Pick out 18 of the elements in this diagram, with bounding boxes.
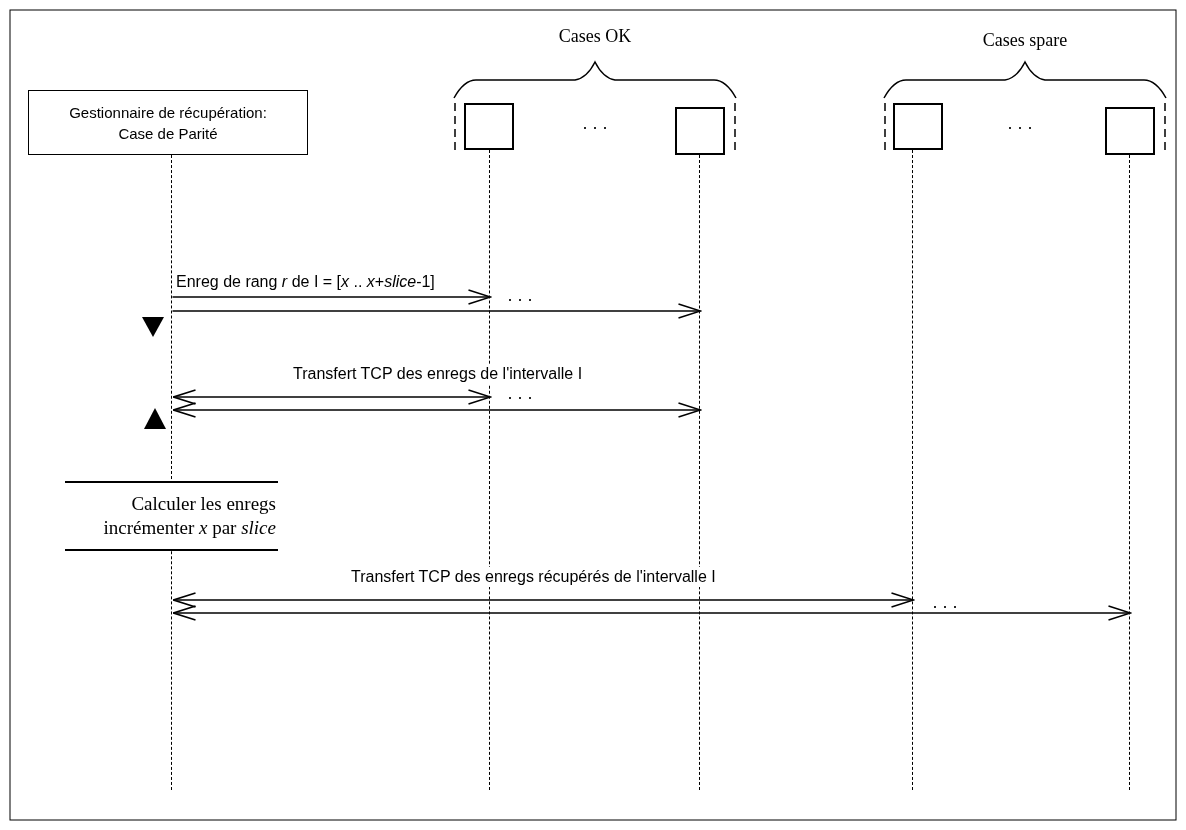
edge-label: Enreg de rang r de I = [x .. x+slice-1]: [175, 272, 436, 292]
participant-box: Gestionnaire de récupération: Case de Parité: [28, 90, 308, 155]
message-arrow: [172, 592, 915, 608]
participant-box: [893, 103, 943, 150]
participant-box: [675, 107, 725, 155]
lifeline: [1129, 155, 1132, 790]
group-label: Cases spare: [982, 30, 1068, 50]
message-arrow: [171, 289, 492, 305]
participant-box: [1105, 107, 1155, 155]
note-band: Calculer les enregs incrémenter x par slice: [65, 481, 278, 551]
message-arrow: [172, 402, 702, 418]
message-arrow: [172, 389, 492, 405]
edge-label: Transfert TCP des enregs de l'intervalle I: [292, 364, 584, 384]
edge-label: Transfert TCP des enregs récupérés de l'intervalle I: [350, 567, 717, 587]
message-arrow: [171, 303, 702, 319]
message-arrow: [172, 605, 1132, 621]
participant-box: [464, 103, 514, 150]
lifeline: [912, 150, 915, 790]
